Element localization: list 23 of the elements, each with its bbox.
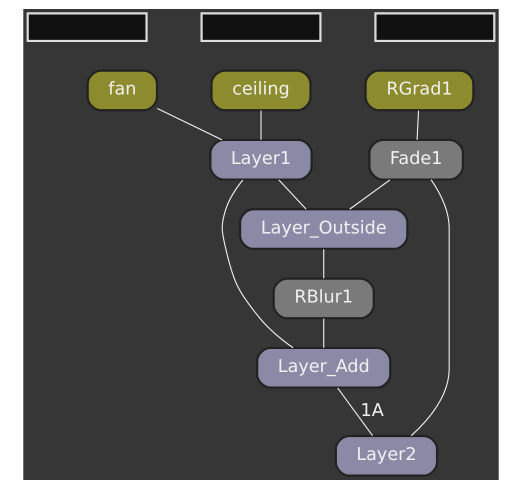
node-box: Layer1	[209, 138, 313, 180]
node-box	[200, 12, 322, 42]
node-box: RGrad1	[364, 69, 474, 111]
connector	[260, 110, 262, 140]
connector	[323, 318, 324, 348]
connector	[410, 178, 450, 436]
connector	[416, 110, 420, 140]
connector	[337, 387, 374, 436]
connector	[222, 179, 294, 348]
connector	[349, 178, 390, 210]
node-box: RBlur1	[272, 277, 375, 319]
node-box	[26, 12, 148, 42]
node-box: ceiling	[210, 69, 312, 111]
connector	[323, 248, 324, 278]
connector	[157, 107, 222, 140]
node-box	[374, 12, 496, 42]
node-box: Layer_Outside	[239, 208, 408, 250]
edge-label: 1A	[360, 400, 384, 420]
node-box: Layer2	[334, 434, 438, 476]
node-box: fan	[86, 69, 158, 111]
node-box: Layer_Add	[256, 346, 392, 388]
connector	[278, 179, 306, 209]
node-box: Fade1	[368, 138, 464, 180]
